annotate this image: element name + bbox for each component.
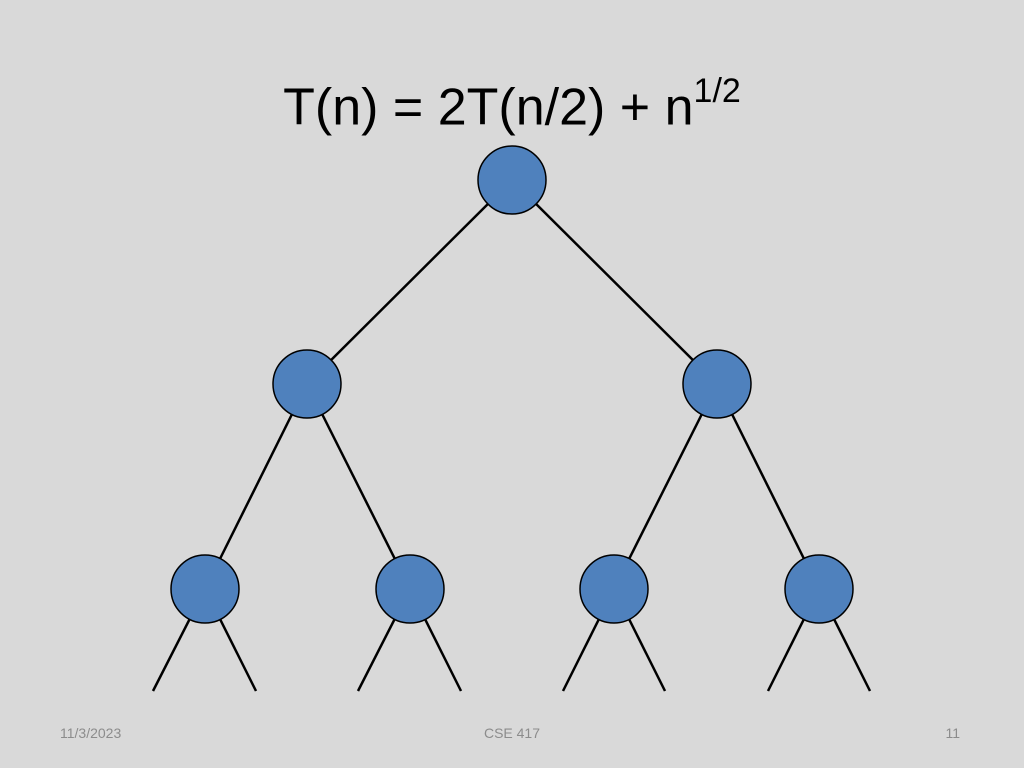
tree-edge (715, 383, 821, 590)
level1-node-left (272, 349, 342, 419)
tree-edge (203, 383, 309, 590)
tree-nodes (170, 145, 854, 624)
footer-date: 11/3/2023 (60, 725, 122, 741)
tree-edge (511, 179, 718, 385)
level2-node-2 (375, 554, 445, 624)
footer-course: CSE 417 (483, 725, 541, 741)
footer-page-number: 11 (945, 725, 960, 741)
recurrence-main: T(n) = 2T(n/2) + n (283, 78, 694, 137)
tree-edge (306, 179, 513, 385)
slide-title: T(n) = 2T(n/2) + n1/2 (0, 60, 1024, 142)
level2-node-1 (170, 554, 240, 624)
tree-edges (151, 179, 872, 692)
tree-edge (305, 383, 412, 590)
level2-node-3 (579, 554, 649, 624)
recurrence-exponent: 1/2 (693, 72, 741, 110)
root-node (477, 145, 547, 215)
tree-edge (612, 383, 719, 590)
level2-node-4 (784, 554, 854, 624)
level1-node-right (682, 349, 752, 419)
